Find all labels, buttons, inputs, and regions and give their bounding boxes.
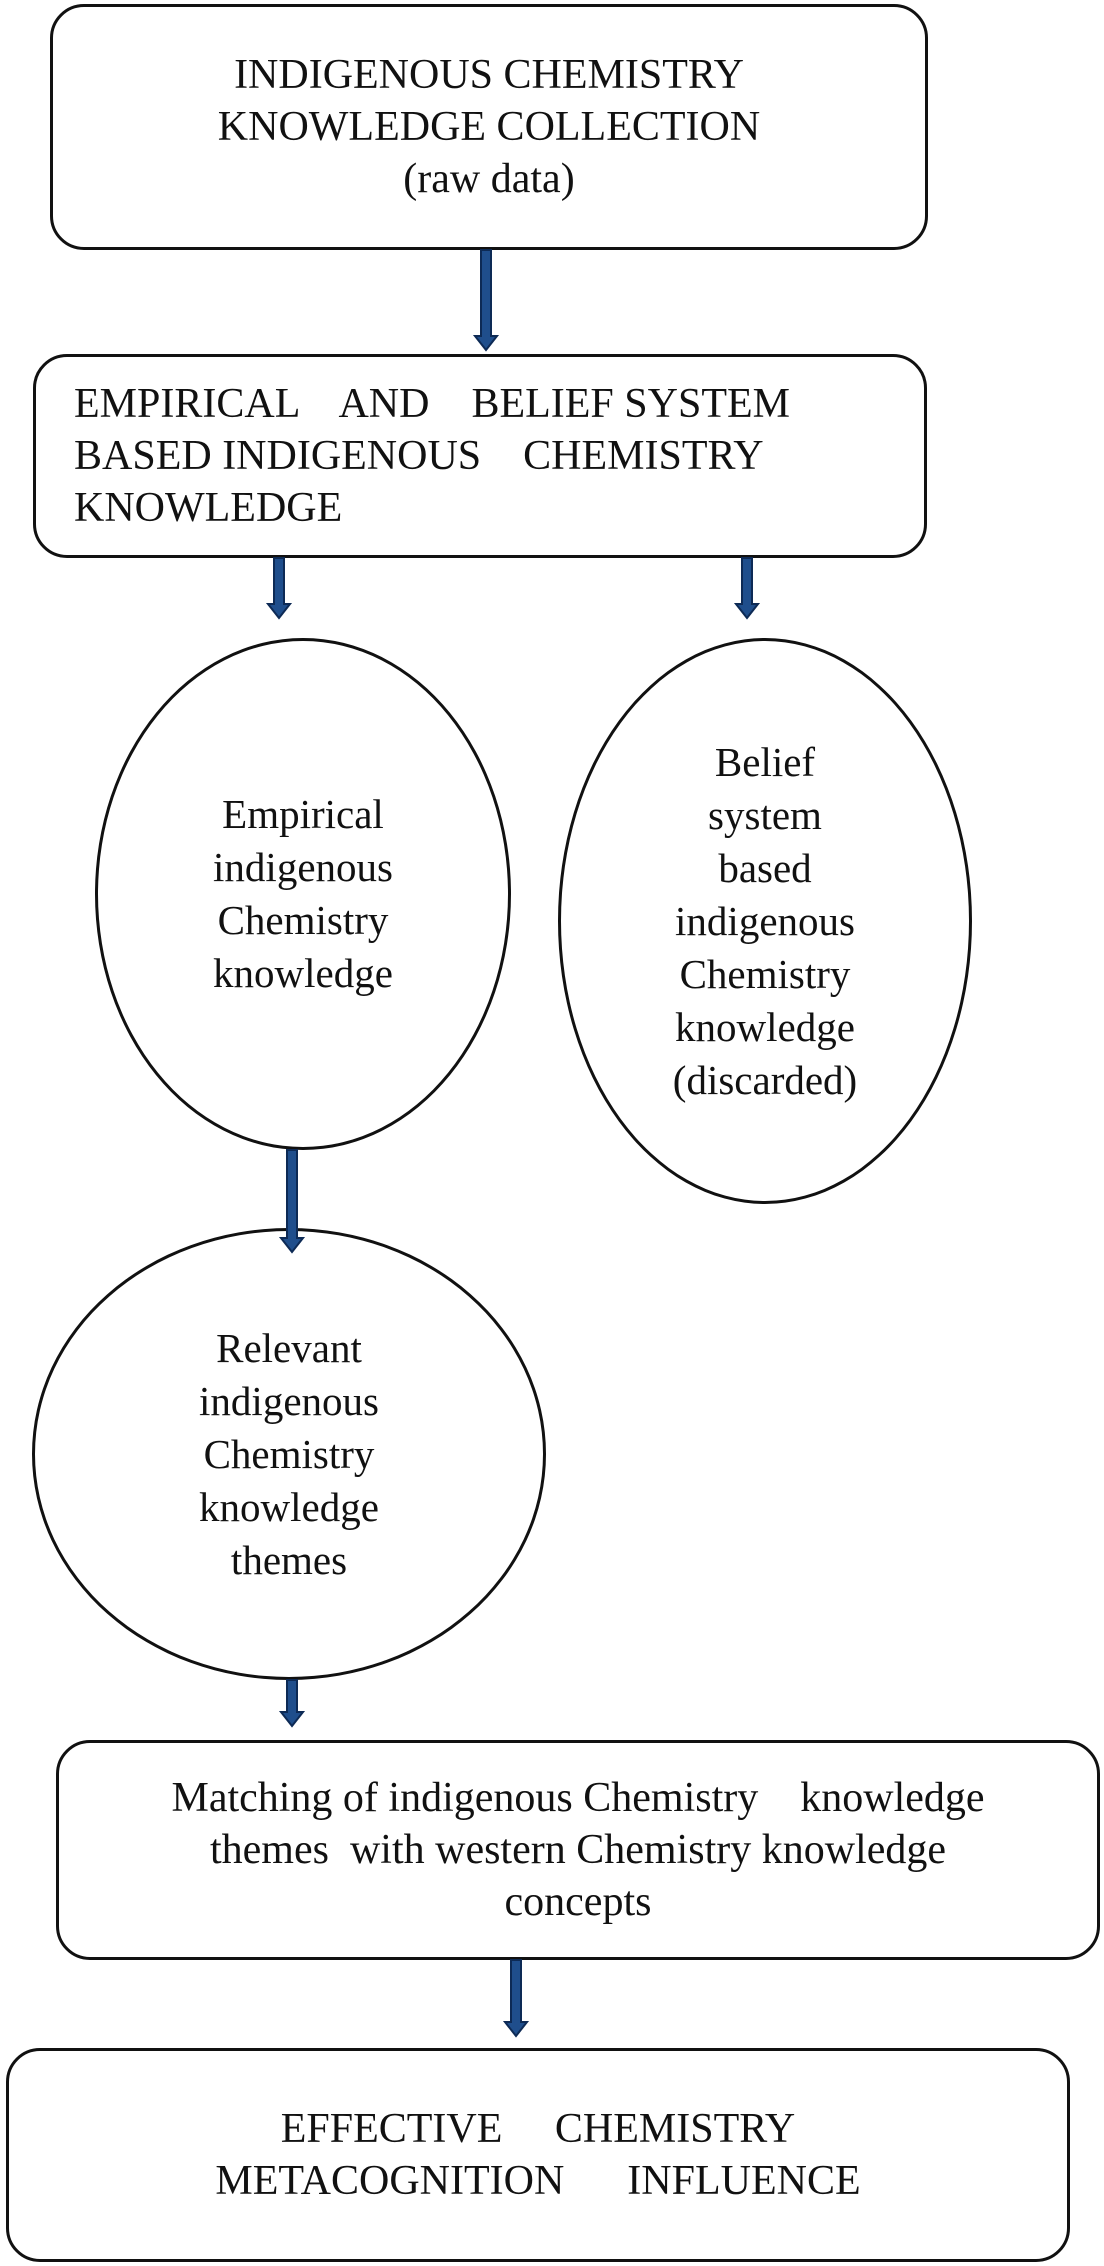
belief-line-4: indigenous [675,897,855,944]
collection-line-3: (raw data) [403,156,575,202]
empirical-belief-line-2: BASED INDIGENOUS CHEMISTRY [74,433,764,479]
relevant-line-1: Relevant [216,1324,362,1371]
node-empirical-knowledge: Empirical indigenous Chemistry knowledge [95,638,511,1150]
node-knowledge-collection: INDIGENOUS CHEMISTRY KNOWLEDGE COLLECTIO… [50,4,928,250]
belief-line-3: based [718,844,812,891]
belief-line-6: knowledge [675,1003,855,1050]
matching-line-3: concepts [504,1879,652,1925]
matching-line-2: themes with western Chemistry knowledge [209,1827,947,1873]
relevant-line-5: themes [230,1536,348,1583]
arrow-to-empirical [265,557,293,620]
belief-line-7: (discarded) [672,1056,858,1103]
empirical-line-1: Empirical [222,791,384,837]
arrow-to-belief [733,557,761,620]
arrow-matching-to-effective [502,1959,530,2038]
empirical-line-3: Chemistry [217,897,389,943]
effective-line-2: METACOGNITION INFLUENCE [215,2158,861,2204]
empirical-line-2: indigenous [213,844,393,890]
belief-line-5: Chemistry [679,950,851,997]
node-relevant-themes: Relevant indigenous Chemistry knowledge … [32,1228,546,1680]
node-matching-themes: Matching of indigenous Chemistry knowled… [56,1740,1100,1960]
relevant-line-3: Chemistry [203,1430,375,1477]
relevant-line-2: indigenous [199,1377,379,1424]
arrow-collection-to-empirical-belief [472,249,500,352]
relevant-line-4: knowledge [199,1483,379,1530]
matching-line-1: Matching of indigenous Chemistry knowled… [171,1775,985,1821]
collection-line-2: KNOWLEDGE COLLECTION [217,104,761,150]
effective-line-1: EFFECTIVE CHEMISTRY [280,2106,796,2152]
belief-line-2: system [708,791,822,838]
empirical-belief-line-3: KNOWLEDGE [74,485,343,531]
arrow-relevant-to-matching [278,1679,306,1728]
node-effective-metacognition: EFFECTIVE CHEMISTRY METACOGNITION INFLUE… [6,2048,1070,2262]
empirical-belief-line-1: EMPIRICAL AND BELIEF SYSTEM [74,381,790,427]
empirical-line-4: knowledge [213,950,393,996]
collection-line-1: INDIGENOUS CHEMISTRY [234,52,744,98]
node-belief-knowledge-discarded: Belief system based indigenous Chemistry… [558,638,972,1204]
node-empirical-and-belief-knowledge: EMPIRICAL AND BELIEF SYSTEM BASED INDIGE… [33,354,927,558]
belief-line-1: Belief [714,738,816,785]
